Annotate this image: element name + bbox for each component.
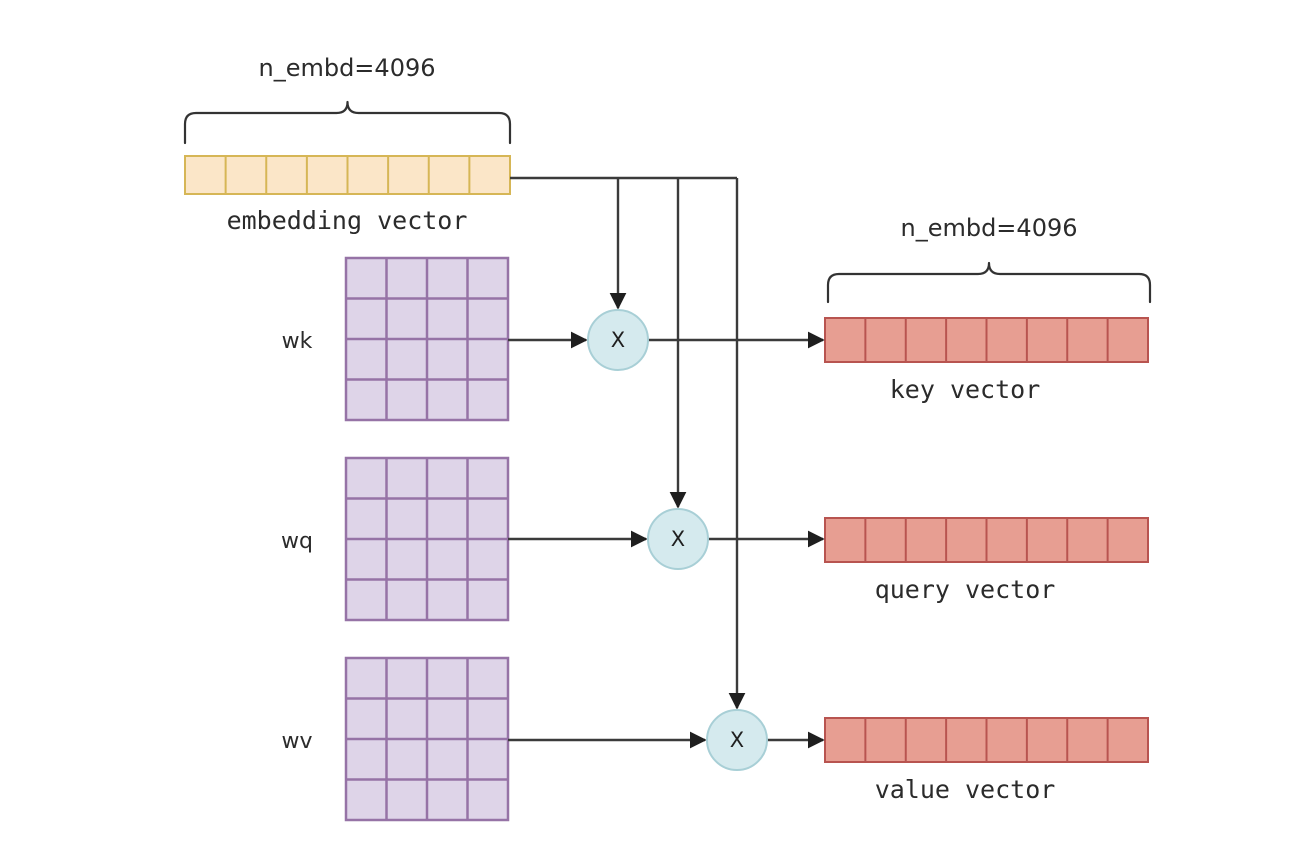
embedding-brace bbox=[183, 100, 512, 145]
wv-matrix-label: wv bbox=[281, 728, 313, 754]
multiply-op-query[interactable] bbox=[647, 508, 709, 570]
key-size-label: n_embd=4096 bbox=[900, 214, 1078, 242]
multiply-op-key[interactable] bbox=[587, 309, 649, 371]
multiply-op-key-symbol: X bbox=[610, 328, 626, 352]
query-vector-label: query vector bbox=[874, 574, 1056, 604]
multiply-op-value-symbol: X bbox=[729, 728, 745, 752]
value-vector-label: value vector bbox=[874, 774, 1056, 804]
key-brace bbox=[826, 261, 1152, 304]
embedding-vector-label: embedding vector bbox=[226, 205, 468, 235]
wk-matrix-label: wk bbox=[281, 328, 313, 354]
multiply-op-query-symbol: X bbox=[670, 527, 686, 551]
embedding-size-label: n_embd=4096 bbox=[258, 54, 436, 82]
multiply-op-value[interactable] bbox=[706, 709, 768, 771]
key-vector-label: key vector bbox=[889, 374, 1041, 404]
wq-matrix-label: wq bbox=[281, 528, 313, 554]
